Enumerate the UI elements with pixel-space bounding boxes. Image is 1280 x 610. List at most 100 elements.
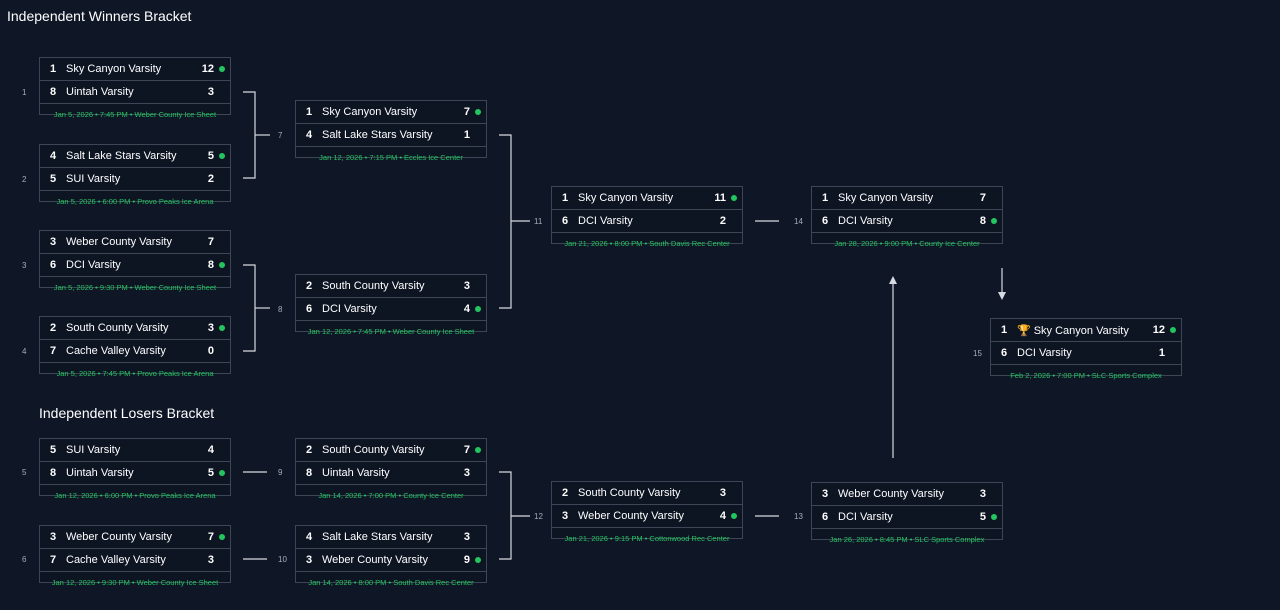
- team-name-text: South County Varsity: [322, 280, 425, 292]
- match-info: Jan 5, 2026 • 7:45 PM • Provo Peaks Ice …: [56, 369, 214, 378]
- winner-indicator-icon: [1170, 327, 1176, 333]
- team-name-text: Weber County Varsity: [66, 531, 172, 543]
- team-seed: 8: [50, 467, 57, 479]
- winner-indicator-icon: [475, 109, 481, 115]
- match-info: Jan 5, 2026 • 6:00 PM • Provo Peaks Ice …: [56, 197, 214, 206]
- team-name: DCI Varsity: [836, 511, 968, 523]
- team-seed: 3: [50, 236, 57, 248]
- team-name: DCI Varsity: [836, 215, 968, 227]
- team-name: 🏆Sky Canyon Varsity: [1015, 324, 1147, 337]
- match-info: Jan 5, 2026 • 7:45 PM • Weber County Ice…: [53, 110, 217, 119]
- team-seed: 1: [50, 63, 57, 75]
- team-row[interactable]: 2 South County Varsity 3: [296, 275, 486, 298]
- team-seed: 2: [562, 487, 569, 499]
- match-number: 13: [794, 512, 803, 521]
- match-info: Jan 14, 2026 • 8:00 PM • South Davis Rec…: [308, 578, 474, 587]
- team-name-text: Sky Canyon Varsity: [1033, 324, 1129, 337]
- team-score: 11: [714, 192, 726, 204]
- team-name-text: SUI Varsity: [66, 444, 121, 456]
- team-score: 3: [207, 86, 214, 98]
- match-info: Jan 28, 2026 • 9:00 PM • County Ice Cent…: [834, 239, 980, 248]
- team-seed: 4: [50, 150, 57, 162]
- team-seed: 2: [306, 280, 313, 292]
- team-name: Sky Canyon Varsity: [836, 192, 968, 204]
- team-name-text: SUI Varsity: [66, 173, 121, 185]
- team-seed: 3: [822, 488, 829, 500]
- winner-indicator-icon: [219, 262, 225, 268]
- team-score: 3: [463, 280, 470, 292]
- team-name-text: Uintah Varsity: [66, 467, 134, 479]
- team-name: Cache Valley Varsity: [64, 554, 196, 566]
- match-number: 11: [534, 217, 543, 226]
- match-number: 8: [278, 305, 283, 314]
- match-info: Jan 5, 2026 • 9:30 PM • Weber County Ice…: [53, 283, 217, 292]
- team-name: Uintah Varsity: [64, 467, 196, 479]
- team-score: 2: [207, 173, 214, 185]
- team-name: Sky Canyon Varsity: [64, 63, 196, 75]
- match-info: Jan 21, 2026 • 9:15 PM • Cottonwood Rec …: [564, 534, 730, 543]
- team-name: Salt Lake Stars Varsity: [320, 531, 452, 543]
- team-seed: 6: [306, 303, 313, 315]
- team-seed: 3: [562, 510, 569, 522]
- team-seed: 5: [50, 173, 57, 185]
- winner-indicator-icon: [219, 325, 225, 331]
- team-score: 4: [463, 303, 470, 315]
- winner-indicator-icon: [991, 514, 997, 520]
- team-row[interactable]: 5 SUI Varsity 2: [40, 168, 230, 191]
- team-seed: 5: [50, 444, 57, 456]
- team-seed: 6: [822, 511, 829, 523]
- team-score: 3: [719, 487, 726, 499]
- team-score: 4: [719, 510, 726, 522]
- team-name: DCI Varsity: [64, 259, 196, 271]
- winner-indicator-icon: [475, 306, 481, 312]
- match-number: 1: [22, 88, 27, 97]
- team-name-text: Cache Valley Varsity: [66, 554, 166, 566]
- team-name-text: South County Varsity: [322, 444, 425, 456]
- team-name: Salt Lake Stars Varsity: [64, 150, 196, 162]
- team-seed: 3: [306, 554, 313, 566]
